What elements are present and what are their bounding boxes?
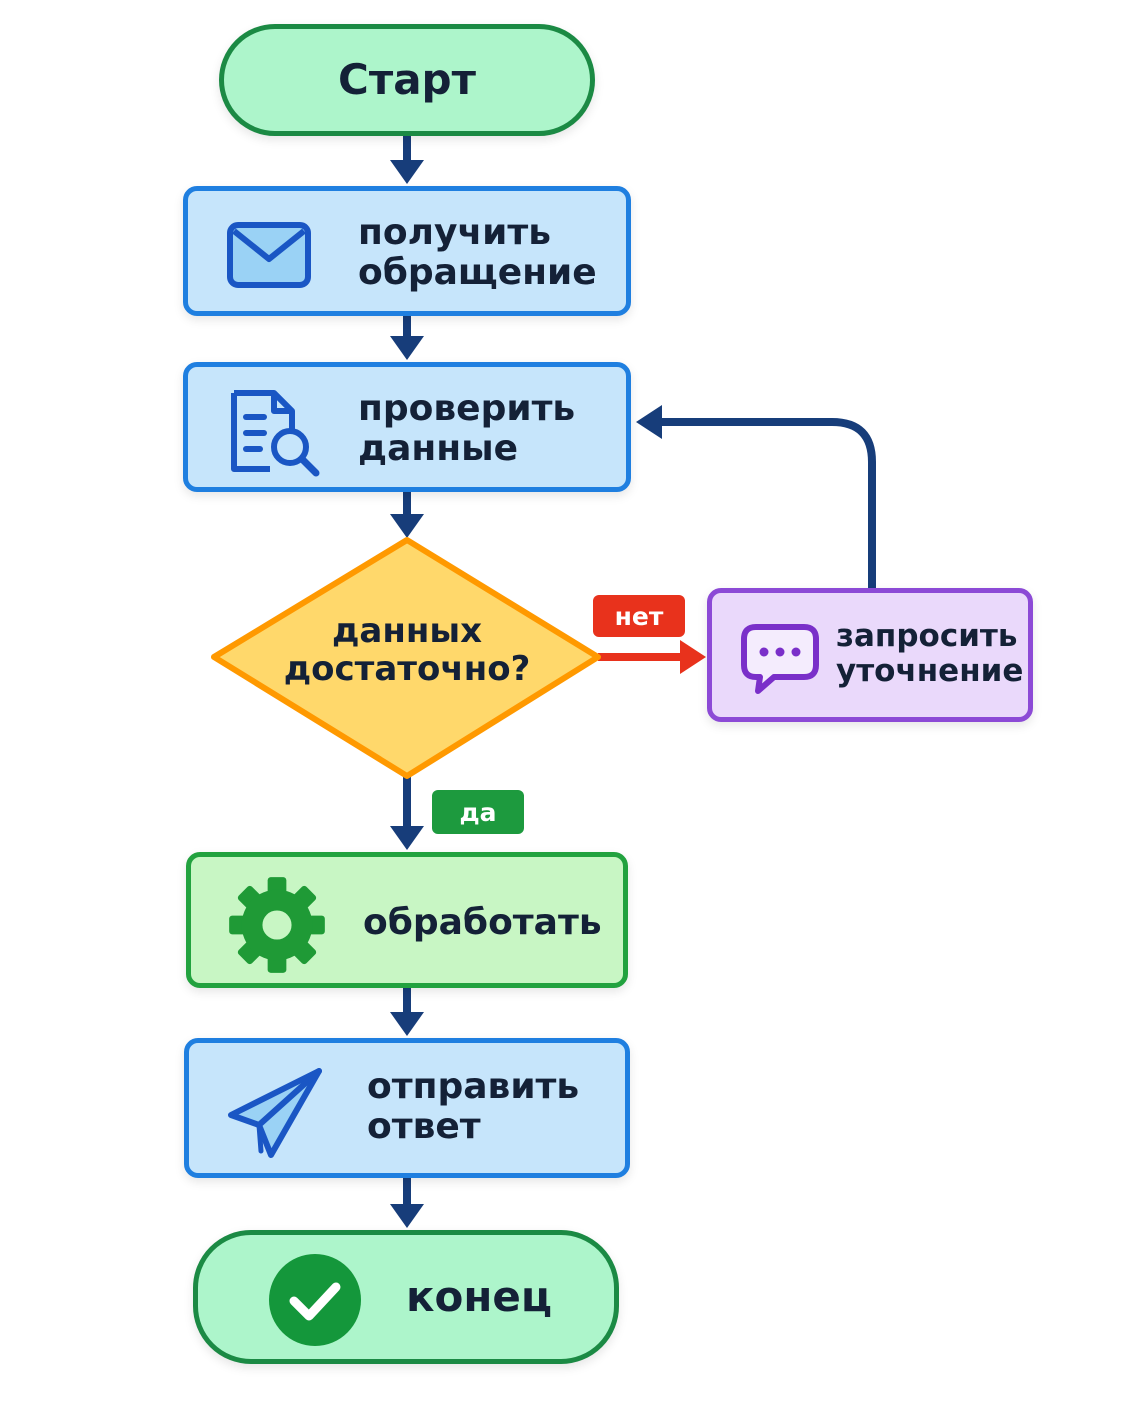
check-data-label: проверить данные xyxy=(358,388,576,470)
document-search-icon xyxy=(231,390,320,477)
arrow-check-to-decision xyxy=(390,492,424,538)
process-node: обработать xyxy=(186,852,628,988)
process-label: обработать xyxy=(363,902,602,943)
envelope-icon xyxy=(227,222,311,288)
paper-plane-icon xyxy=(228,1068,322,1158)
arrow-receive-to-check xyxy=(390,316,424,360)
send-reply-label: отправить ответ xyxy=(367,1066,580,1148)
start-label: Старт xyxy=(338,55,476,105)
chat-bubble-icon xyxy=(741,624,819,694)
end-label: конец xyxy=(406,1272,552,1321)
arrow-start-to-receive xyxy=(390,136,424,184)
arrow-process-to-send xyxy=(390,988,424,1036)
start-node: Старт xyxy=(219,24,595,136)
arrow-send-to-end xyxy=(390,1178,424,1228)
arrow-decision-to-process xyxy=(390,776,424,850)
check-data-node: проверить данные xyxy=(183,362,631,492)
end-node: конец xyxy=(193,1230,619,1364)
request-clarification-label: запросить уточнение xyxy=(836,618,1024,689)
receive-request-node: получить обращение xyxy=(183,186,631,316)
check-circle-icon xyxy=(269,1254,361,1346)
no-badge: нет xyxy=(593,595,685,637)
arrow-clarify-to-check xyxy=(636,405,876,588)
send-reply-node: отправить ответ xyxy=(184,1038,630,1178)
yes-badge: да xyxy=(432,790,524,834)
arrow-decision-to-clarify xyxy=(598,640,706,674)
request-clarification-node: запросить уточнение xyxy=(707,588,1033,722)
decision-label: данных достаточно? xyxy=(283,611,531,690)
receive-request-label: получить обращение xyxy=(358,212,597,294)
gear-icon xyxy=(229,877,325,973)
